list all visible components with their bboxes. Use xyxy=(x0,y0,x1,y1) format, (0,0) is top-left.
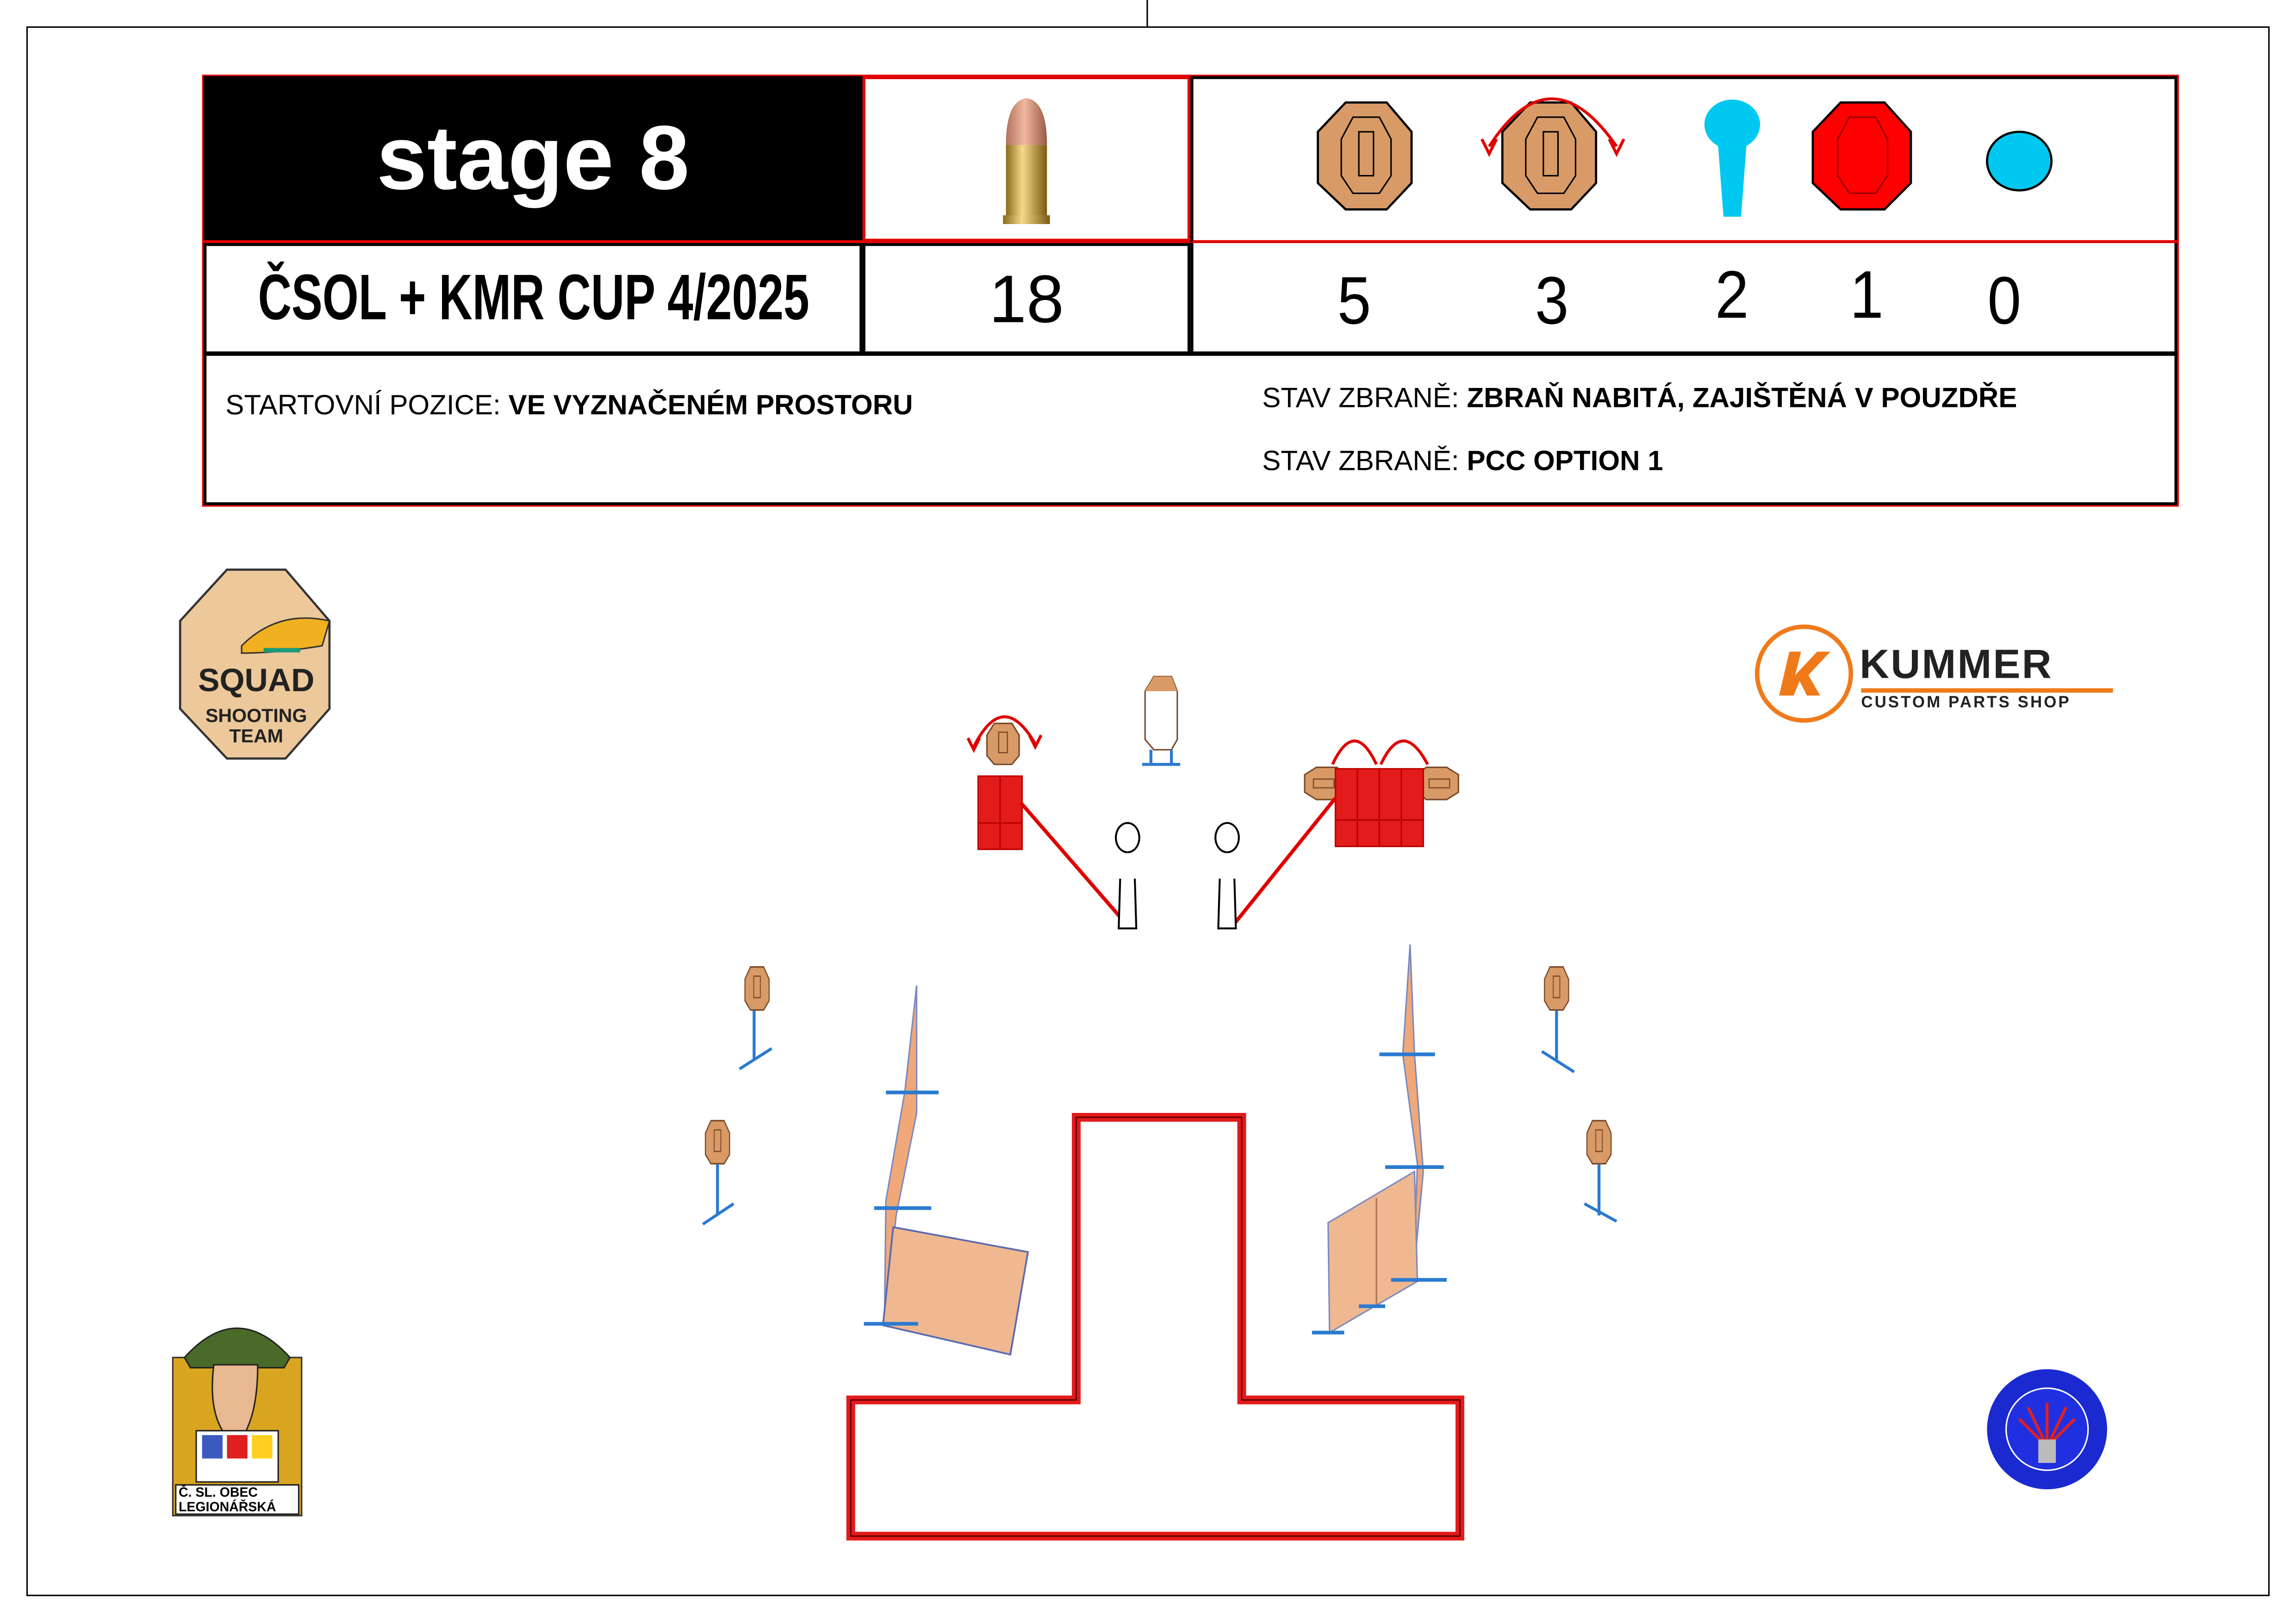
swinger-target-icon xyxy=(1481,97,1625,211)
no-shoot-count: 1 xyxy=(1849,256,1884,333)
no-shoot-target-icon xyxy=(1811,101,1912,211)
paper-target xyxy=(702,1120,734,1226)
kummer-name: KUMMER xyxy=(1860,641,2053,687)
min-rounds: 18 xyxy=(989,261,1064,337)
legion-logo: Č. SL. OBEC LEGIONÁŘSKÁ xyxy=(170,1306,305,1519)
paper-target xyxy=(1583,1120,1618,1223)
stage-title: stage 8 xyxy=(376,107,690,209)
fold-mark xyxy=(1146,0,1148,26)
ammo-icon-cell xyxy=(862,76,1191,244)
kummer-logo: KUMMER CUSTOM PARTS SHOP xyxy=(1750,615,2123,730)
kummer-underline xyxy=(1861,688,2113,693)
legion-text-2: LEGIONÁŘSKÁ xyxy=(178,1499,276,1514)
start-position-value: VE VYZNAČENÉM PROSTORU xyxy=(508,391,913,422)
squad-shooting-team-logo: SQUAD SHOOTING TEAM xyxy=(176,565,337,763)
squad-word: SQUAD xyxy=(198,662,315,699)
gun-state-2: STAV ZBRANĚ: PCC OPTION 1 xyxy=(1262,447,1663,479)
squad-shooting: SHOOTING xyxy=(205,704,307,726)
paper-target-icon xyxy=(1317,101,1413,211)
swinger-target xyxy=(966,715,1129,927)
gun-state-value: PCC OPTION 1 xyxy=(1467,446,1663,478)
swinger-target-count: 3 xyxy=(1535,262,1569,338)
page-frame xyxy=(26,26,2270,1596)
wall-left xyxy=(864,985,1029,1356)
popper-icon xyxy=(1704,100,1761,217)
club-badge-logo xyxy=(1987,1369,2107,1489)
gun-state-1: STAV ZBRANĚ: ZBRAŇ NABITÁ, ZAJIŠTĚNÁ V P… xyxy=(1262,384,2017,416)
gun-state-label: STAV ZBRANĚ: xyxy=(1262,446,1467,478)
swinger-target-pair xyxy=(1231,739,1459,927)
gun-state-value: ZBRAŇ NABITÁ, ZAJIŠTĚNÁ V POUZDŘE xyxy=(1467,383,2017,415)
squad-team: TEAM xyxy=(229,725,283,747)
paper-target xyxy=(1142,675,1181,766)
start-position-label: STARTOVNÍ POZICE: xyxy=(225,391,509,422)
paper-target xyxy=(1541,966,1575,1074)
match-name: ČSOL + KMR CUP 4/2025 xyxy=(257,262,809,334)
gun-state-label: STAV ZBRANĚ: xyxy=(1262,383,1467,415)
paper-target-count: 5 xyxy=(1337,262,1371,338)
target-icons-cell xyxy=(1190,76,2178,244)
target-counts-cell: 5 3 2 1 0 xyxy=(1190,243,2178,356)
min-rounds-cell: 18 xyxy=(862,243,1191,356)
wall-right xyxy=(1312,944,1447,1335)
kummer-tagline: CUSTOM PARTS SHOP xyxy=(1861,694,2071,712)
activator-popper xyxy=(1115,822,1240,930)
legion-text-1: Č. SL. OBEC xyxy=(178,1485,258,1500)
match-name-cell: ČSOL + KMR CUP 4/2025 xyxy=(203,243,863,356)
paper-target xyxy=(739,966,773,1070)
start-position: STARTOVNÍ POZICE: VE VYZNAČENÉM PROSTORU xyxy=(225,391,913,424)
plate-count: 0 xyxy=(1987,262,2022,338)
popper-count: 2 xyxy=(1715,256,1749,333)
plate-icon xyxy=(1986,131,2053,192)
cartridge-icon xyxy=(1003,97,1050,224)
stage-title-cell: stage 8 xyxy=(203,76,863,244)
